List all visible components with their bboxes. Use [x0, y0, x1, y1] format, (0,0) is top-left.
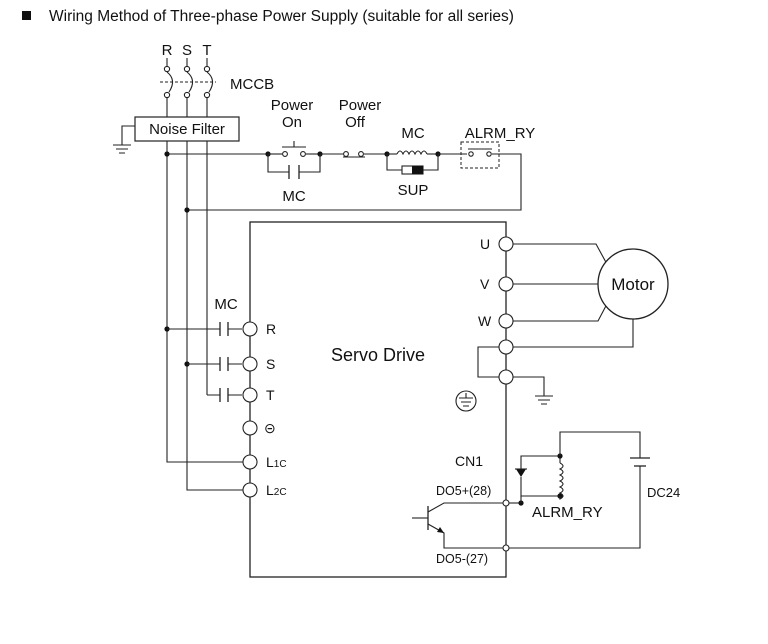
wire-motor-ground	[513, 319, 634, 348]
mc-main-label: MC	[214, 296, 237, 313]
power-off-label-line2: Off	[345, 114, 366, 131]
terminal-t: T	[242, 387, 275, 403]
terminal-s: S	[242, 356, 275, 372]
diagram-heading: Wiring Method of Three-phase Power Suppl…	[22, 8, 514, 26]
power-off-switch	[320, 151, 387, 158]
terminal-ground-1	[498, 339, 514, 355]
servo-drive-label: Servo Drive	[331, 345, 425, 365]
do5-plus-label: DO5+(28)	[436, 484, 491, 498]
wire-ground-bridge	[477, 346, 499, 378]
heading-text: Wiring Method of Three-phase Power Suppl…	[49, 8, 514, 25]
terminal-ground-2	[498, 369, 514, 385]
terminal-negative: ⊝	[242, 420, 276, 436]
protective-earth-icon	[455, 390, 477, 412]
svg-text:T: T	[266, 387, 275, 403]
ground-icon	[513, 376, 553, 405]
svg-text:L1C: L1C	[266, 454, 287, 470]
transistor-icon	[412, 502, 503, 549]
mccb-breaker	[160, 58, 216, 117]
ground-icon	[113, 125, 135, 154]
svg-text:W: W	[478, 313, 492, 329]
phase-label-s: S	[182, 42, 192, 59]
wire-w-motor	[513, 301, 609, 322]
terminal-l1c: L1C	[242, 454, 287, 470]
mc-aux-contact	[267, 154, 321, 179]
alrm-relay-coil	[509, 431, 650, 549]
power-on-switch	[265, 141, 323, 157]
phase-label-t: T	[202, 42, 211, 59]
dc24-label: DC24	[647, 485, 680, 500]
mc-main-contacts	[164, 322, 242, 402]
terminal-do5-minus	[502, 544, 510, 552]
svg-text:V: V	[480, 276, 490, 292]
sup-label: SUP	[398, 182, 429, 199]
bullet-icon	[22, 11, 31, 20]
noise-filter-label: Noise Filter	[149, 121, 225, 138]
wire-u-motor	[513, 243, 609, 267]
mc-aux-label: MC	[282, 188, 305, 205]
wire-r-to-l1c	[166, 141, 250, 463]
alrm-relay-label-top: ALRM_RY	[465, 125, 536, 142]
do5-minus-label: DO5-(27)	[436, 552, 488, 566]
svg-text:L2C: L2C	[266, 482, 287, 498]
wire-s-to-l2c	[186, 141, 250, 491]
terminal-v: V	[480, 276, 514, 292]
svg-text:R: R	[266, 321, 276, 337]
power-on-label-line2: On	[282, 114, 302, 131]
svg-text:S: S	[266, 356, 275, 372]
svg-text:U: U	[480, 236, 490, 252]
alrm-relay-contact-top	[187, 141, 522, 211]
svg-text:⊝: ⊝	[264, 420, 276, 436]
mc-coil-label: MC	[401, 125, 424, 142]
mccb-label: MCCB	[230, 76, 274, 93]
motor-label: Motor	[611, 275, 655, 294]
terminal-do5-plus	[502, 499, 510, 507]
junction-dot	[164, 151, 170, 157]
junction-dot	[184, 207, 190, 213]
terminal-r: R	[242, 321, 276, 337]
terminal-w: W	[478, 313, 514, 329]
mc-coil	[384, 150, 441, 175]
power-off-label-line1: Power	[339, 97, 382, 114]
noise-filter-box	[134, 116, 240, 142]
phase-label-r: R	[162, 42, 173, 59]
alrm-relay-label-bottom: ALRM_RY	[532, 504, 603, 521]
terminal-l2c: L2C	[242, 482, 287, 498]
cn1-label: CN1	[455, 453, 483, 469]
power-on-label-line1: Power	[271, 97, 314, 114]
